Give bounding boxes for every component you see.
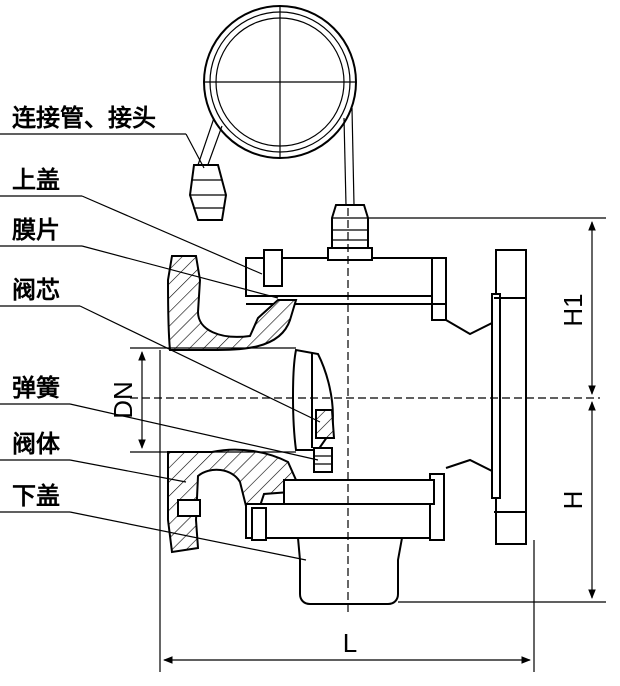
label-upper-cover: 上盖 [12,166,60,194]
right-body [445,249,527,545]
dim-h-label: H [558,491,588,510]
dim-dn-label: DN [108,381,138,419]
label-pipe-joint: 连接管、接头 [12,104,156,132]
label-spring: 弹簧 [12,374,60,402]
dim-h1: H1 [368,217,606,395]
valve-core-shape [292,348,336,451]
left-connector [188,164,228,221]
dim-dn: DN [108,347,296,453]
label-valve-body: 阀体 [12,430,61,458]
dim-h1-label: H1 [558,293,588,326]
dim-l-label: L [343,628,357,658]
label-lower-cover: 下盖 [12,482,60,510]
spring-shape [313,447,333,473]
dim-l: L [159,350,535,672]
dim-h: H [398,401,606,603]
capillary-coil [197,5,357,206]
label-diaphragm: 膜片 [11,216,60,244]
lower-cover [245,473,445,605]
top-connector [331,204,369,249]
label-valve-core: 阀芯 [12,276,60,304]
leader-lines [0,133,321,561]
